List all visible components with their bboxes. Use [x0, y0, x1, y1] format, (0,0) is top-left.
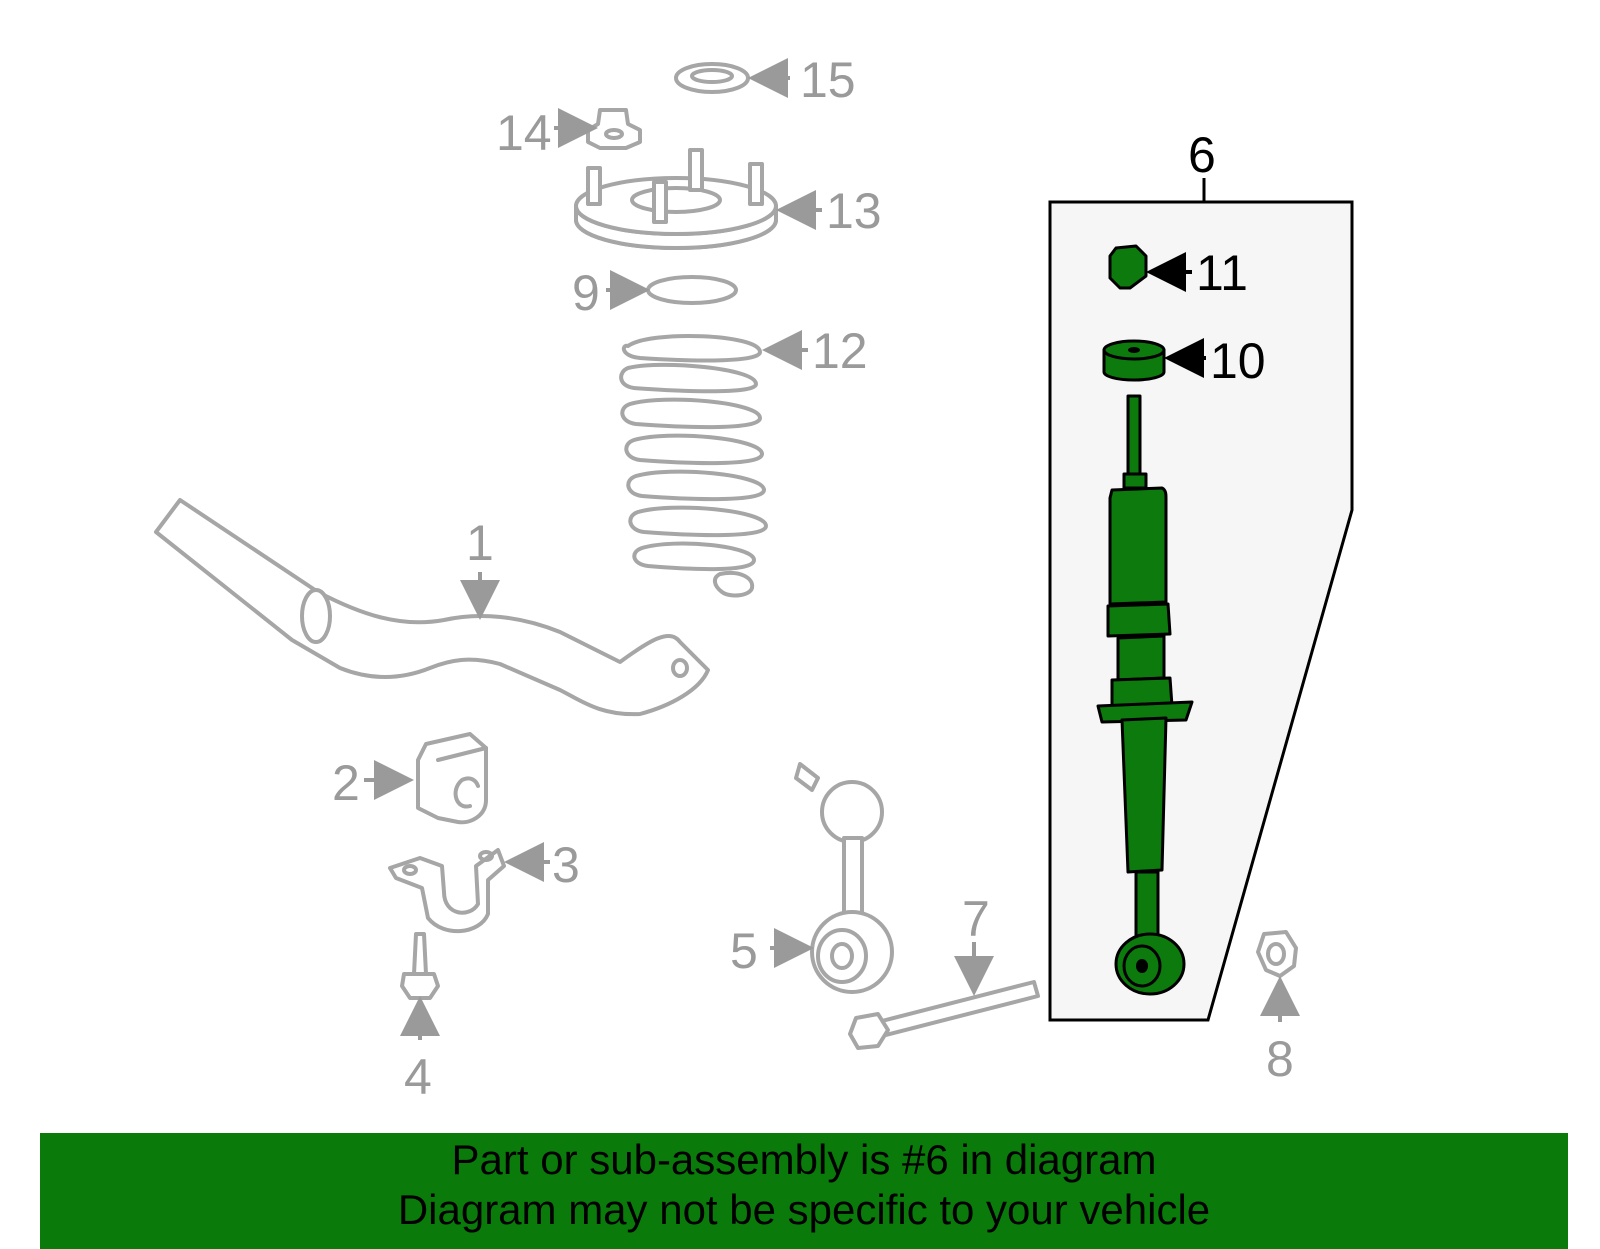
cushion-icon — [1102, 339, 1166, 382]
callout-2[interactable]: 2 — [332, 755, 360, 811]
coil-spring-icon — [619, 334, 768, 598]
insulator-icon — [674, 62, 750, 94]
bushing-icon — [416, 732, 488, 825]
footer-line-2: Diagram may not be specific to your vehi… — [397, 1186, 1211, 1233]
callout-8[interactable]: 8 — [1266, 1031, 1294, 1087]
callout-12[interactable]: 12 — [812, 323, 868, 379]
strut-mount-icon — [574, 148, 778, 250]
callout-9[interactable]: 9 — [572, 265, 600, 321]
nut-icon — [1256, 930, 1298, 978]
bolt-icon — [400, 932, 440, 1000]
footer-line-1: Part or sub-assembly is #6 in diagram — [451, 1136, 1157, 1183]
nut-icon — [586, 108, 642, 150]
bracket-icon — [388, 848, 506, 933]
callout-5[interactable]: 5 — [730, 923, 758, 979]
shock-absorber-icon — [1096, 394, 1194, 996]
callout-11[interactable]: 11 — [1196, 245, 1248, 301]
o-ring-icon — [646, 275, 738, 305]
through-bolt-icon — [848, 980, 1040, 1050]
stabilizer-bar-icon — [154, 498, 710, 717]
callout-10[interactable]: 10 — [1210, 333, 1266, 389]
callout-6[interactable]: 6 — [1188, 127, 1216, 183]
callout-7[interactable]: 7 — [962, 891, 990, 947]
callout-13[interactable]: 13 — [826, 183, 882, 239]
nut-icon — [1108, 244, 1148, 290]
callout-4[interactable]: 4 — [404, 1049, 432, 1105]
callout-14[interactable]: 14 — [496, 105, 552, 161]
callout-15[interactable]: 15 — [800, 52, 856, 108]
stabilizer-link-icon — [794, 762, 894, 994]
callout-1[interactable]: 1 — [466, 515, 494, 571]
footer-banner: Part or sub-assembly is #6 in diagram Di… — [40, 1133, 1568, 1249]
callout-3[interactable]: 3 — [552, 837, 580, 893]
assembly-6-box — [1048, 200, 1354, 1022]
